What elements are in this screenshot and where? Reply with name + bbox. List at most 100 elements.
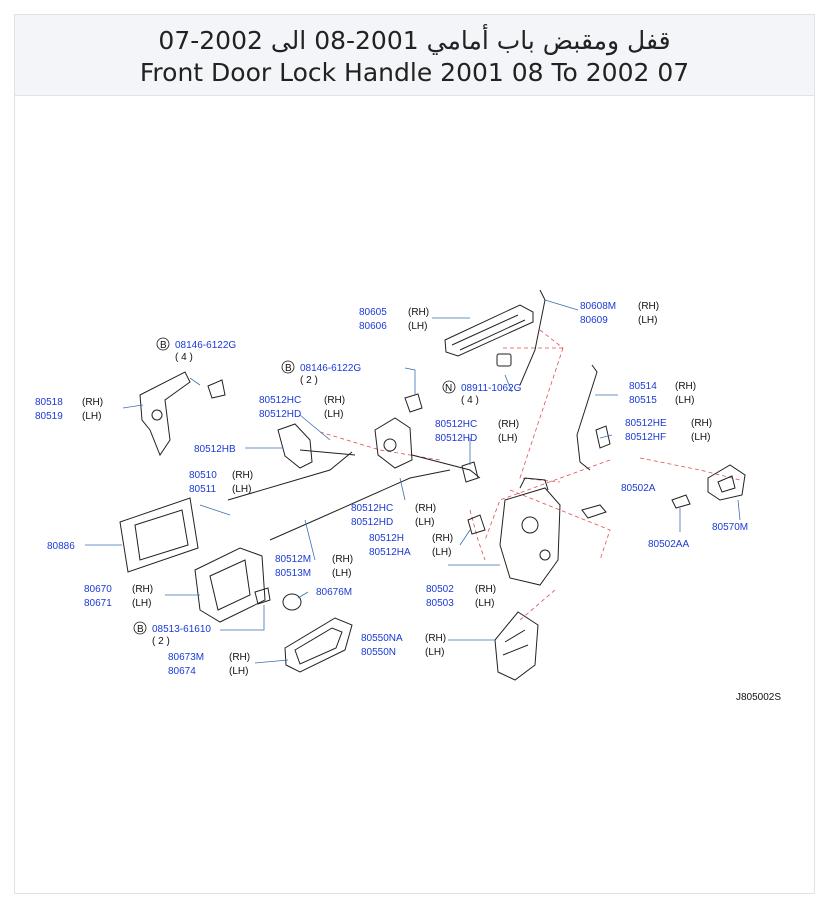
- side-80608M: (RH): [638, 301, 659, 312]
- label-80605: 80605: [359, 307, 387, 318]
- qty-n-08911: ( 4 ): [461, 395, 479, 406]
- clip-part-80512HB: [277, 423, 313, 469]
- assembly-guide-lines: [319, 329, 741, 621]
- label-80514: 80514: [629, 381, 657, 392]
- label-b-08146-2: 08146-6122G: [300, 363, 361, 374]
- side-80502: (RH): [475, 584, 496, 595]
- striker-part-80570M: [707, 464, 746, 501]
- side-80513M: (LH): [332, 568, 351, 579]
- handle-escutcheon-part: [284, 617, 353, 673]
- side-80512HD-b: (LH): [498, 433, 517, 444]
- label-80674: 80674: [168, 666, 196, 677]
- cap-part-80676M: [282, 593, 302, 611]
- side-80512HF: (LH): [691, 432, 710, 443]
- side-80605: (RH): [408, 307, 429, 318]
- side-80512HC-c: (RH): [415, 503, 436, 514]
- diagram-frame: [14, 14, 815, 894]
- part-labels: 80605 (RH) 80606 (LH) 80608M (RH) 80609 …: [35, 301, 781, 703]
- qty-b-08146-2: ( 2 ): [300, 375, 318, 386]
- side-80512M: (RH): [332, 554, 353, 565]
- side-80503: (LH): [475, 598, 494, 609]
- bolt-part: [404, 393, 423, 413]
- label-80606: 80606: [359, 321, 387, 332]
- label-80512HE: 80512HE: [625, 418, 667, 429]
- inside-handle-part: [194, 547, 271, 623]
- label-80512H: 80512H: [369, 533, 404, 544]
- label-80515: 80515: [629, 395, 657, 406]
- side-80514: (RH): [675, 381, 696, 392]
- label-80609: 80609: [580, 315, 608, 326]
- label-80512HC-c: 80512HC: [351, 503, 393, 514]
- label-80673M: 80673M: [168, 652, 204, 663]
- side-80512HC-b: (RH): [498, 419, 519, 430]
- side-80674: (LH): [229, 666, 248, 677]
- clip-part-80512HE: [595, 425, 611, 449]
- side-80512HD-a: (LH): [324, 409, 343, 420]
- label-80512HD-b: 80512HD: [435, 433, 477, 444]
- label-b-08146-1: 08146-6122G: [175, 340, 236, 351]
- label-n-08911: 08911-1062G: [461, 383, 522, 394]
- label-80510: 80510: [189, 470, 217, 481]
- diagram-code: J805002S: [736, 692, 781, 703]
- label-80608M: 80608M: [580, 301, 616, 312]
- label-80886: 80886: [47, 541, 75, 552]
- leader-lines: [85, 299, 741, 664]
- label-80502: 80502: [426, 584, 454, 595]
- remote-control-part: [227, 417, 481, 541]
- label-80519: 80519: [35, 411, 63, 422]
- side-80550NA: (RH): [425, 633, 446, 644]
- mark-symbols: B B N B: [133, 337, 456, 635]
- escutcheon-part: [119, 497, 199, 573]
- door-lock-assembly-part: [499, 477, 561, 586]
- outside-handle-rod: [519, 289, 546, 386]
- side-80671: (LH): [132, 598, 151, 609]
- side-80670: (RH): [132, 584, 153, 595]
- side-80512HA: (LH): [432, 547, 451, 558]
- page-title-arabic: قفل ومقبض باب أمامي 2001-08 الى 2002-07: [158, 26, 671, 55]
- label-80670: 80670: [84, 584, 112, 595]
- side-80515: (LH): [675, 395, 694, 406]
- label-b-08513: 08513-61610: [152, 624, 211, 635]
- screw-part-80502A: [581, 504, 607, 519]
- label-80512HF: 80512HF: [625, 432, 666, 443]
- label-80513M: 80513M: [275, 568, 311, 579]
- label-80503: 80503: [426, 598, 454, 609]
- side-80518: (RH): [82, 397, 103, 408]
- label-80676M: 80676M: [316, 587, 352, 598]
- mark-b1: B: [160, 340, 167, 351]
- label-80512HB: 80512HB: [194, 444, 236, 455]
- mark-n1: N: [445, 383, 452, 394]
- label-80502AA: 80502AA: [648, 539, 689, 550]
- title-header: قفل ومقبض باب أمامي 2001-08 الى 2002-07 …: [15, 15, 814, 96]
- page-title-english: Front Door Lock Handle 2001 08 To 2002 0…: [139, 58, 690, 87]
- qty-b-08513: ( 2 ): [152, 636, 170, 647]
- label-80512M: 80512M: [275, 554, 311, 565]
- label-80512HD-c: 80512HD: [351, 517, 393, 528]
- side-80609: (LH): [638, 315, 657, 326]
- screw-part-80502AA: [671, 494, 691, 509]
- mark-b3: B: [137, 624, 144, 635]
- outside-handle-part: [444, 304, 534, 367]
- label-80518: 80518: [35, 397, 63, 408]
- label-80512HA: 80512HA: [369, 547, 411, 558]
- mark-b2: B: [285, 363, 292, 374]
- side-80511: (LH): [232, 484, 251, 495]
- label-80570M: 80570M: [712, 522, 748, 533]
- lock-bracket-part: [139, 371, 226, 457]
- qty-b-08146-1: ( 4 ): [175, 352, 193, 363]
- side-80512HE: (RH): [691, 418, 712, 429]
- actuator-part-80550N: [494, 611, 539, 681]
- label-80512HD-a: 80512HD: [259, 409, 301, 420]
- side-80673M: (RH): [229, 652, 250, 663]
- side-80606: (LH): [408, 321, 427, 332]
- label-80511: 80511: [189, 484, 217, 495]
- label-80512HC-b: 80512HC: [435, 419, 477, 430]
- clip-part-80512H: [467, 514, 486, 535]
- side-80519: (LH): [82, 411, 101, 422]
- label-80512HC-a: 80512HC: [259, 395, 301, 406]
- side-80510: (RH): [232, 470, 253, 481]
- side-80512H: (RH): [432, 533, 453, 544]
- side-80512HD-c: (LH): [415, 517, 434, 528]
- label-80550N: 80550N: [361, 647, 396, 658]
